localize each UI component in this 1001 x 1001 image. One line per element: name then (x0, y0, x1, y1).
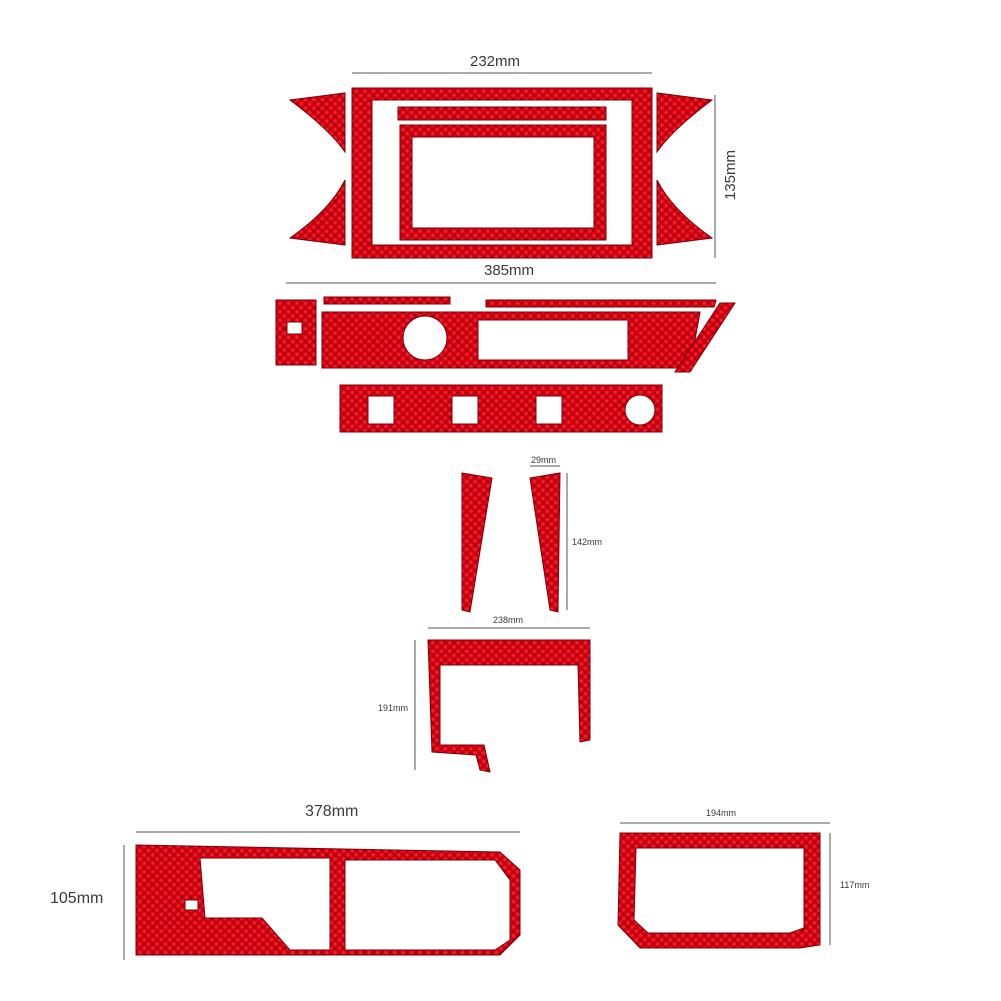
screen-frame-set (288, 87, 714, 259)
door-panel (135, 844, 521, 956)
label-screen-width: 232mm (470, 53, 521, 70)
label-screen-height: 135mm (722, 149, 739, 200)
top-thin-strip-right (485, 299, 717, 308)
right-upper-wing (656, 92, 714, 154)
left-upper-wing (288, 92, 346, 154)
pillar-strip-left (461, 472, 493, 613)
label-small-width: 194mm (706, 808, 737, 818)
screen-inner-frame (399, 124, 607, 241)
label-small-height: 117mm (840, 880, 870, 890)
pillar-strips (461, 472, 561, 613)
screen-outer-frame (351, 87, 653, 259)
door-panel-shape (135, 844, 521, 956)
label-pillar-height: 142mm (572, 537, 603, 547)
dimension-lines (123, 72, 831, 960)
small-frame-shape (617, 832, 821, 949)
top-thin-strip-left (323, 296, 451, 305)
console-frame-shape (427, 639, 591, 773)
center-vent-panel (321, 311, 701, 369)
pillar-strip-right (529, 472, 561, 613)
label-door-width: 378mm (305, 803, 359, 820)
label-pillar-width: 29mm (531, 455, 557, 465)
screen-top-bar (397, 106, 607, 121)
label-console-height: 191mm (378, 703, 409, 713)
left-lower-wing (288, 179, 346, 246)
right-lower-wing (656, 179, 714, 246)
dash-strip-set (275, 296, 736, 433)
left-switch-panel (275, 299, 317, 366)
button-panel (339, 384, 663, 433)
label-door-height: 105mm (50, 890, 104, 907)
small-frame (617, 832, 821, 949)
console-frame (427, 639, 591, 773)
label-console-width: 238mm (493, 615, 524, 625)
right-angled-strip (674, 302, 736, 373)
label-strip-width: 385mm (484, 262, 535, 279)
